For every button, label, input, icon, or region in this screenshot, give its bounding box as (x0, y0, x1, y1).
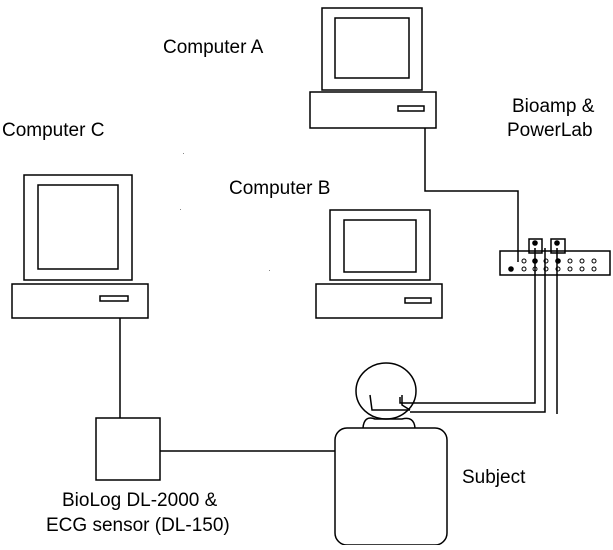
scan-specks (180, 153, 270, 271)
subject-label: Subject (462, 467, 526, 488)
computer-b-label: Computer B (229, 178, 331, 199)
computer-b-icon (315, 209, 443, 319)
biolog-label-line2: ECG sensor (DL-150) (46, 515, 230, 536)
bioamp-label-line1: Bioamp & (512, 96, 595, 117)
biolog-label-line1: BioLog DL-2000 & (62, 490, 218, 511)
subject-person-icon (334, 362, 448, 546)
bioamp-terminals (508, 240, 597, 272)
biolog-device-icon (95, 417, 161, 481)
computer-a-icon (309, 7, 437, 129)
computer-a-label: Computer A (163, 37, 264, 58)
computer-c-label: Computer C (2, 120, 105, 141)
computer-c-icon (11, 174, 149, 319)
bioamp-label-line2: PowerLab (507, 120, 593, 141)
connection-wires (119, 128, 558, 452)
